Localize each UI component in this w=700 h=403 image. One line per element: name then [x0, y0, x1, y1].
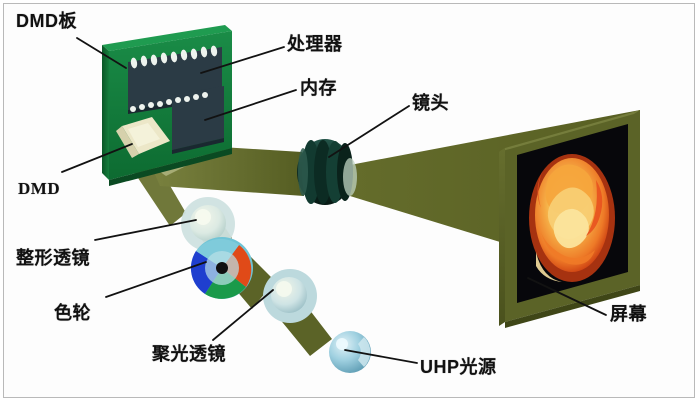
leader-processor-line — [200, 46, 285, 74]
shaping-lens-highlight — [195, 209, 211, 225]
leader-shaping-line — [94, 219, 197, 241]
uhp-lamp-reflector-edge — [358, 337, 371, 367]
leader-dmd-board-line — [76, 37, 127, 69]
color-wheel — [190, 237, 253, 299]
screen — [499, 110, 640, 328]
uhp-lamp-glint — [336, 338, 348, 350]
memory-chip-edge — [172, 138, 224, 154]
condenser-lens — [263, 269, 317, 323]
leader-dmd-line — [61, 143, 133, 173]
pcb-bottom-shadow — [109, 148, 232, 186]
label-memory: 内存 — [300, 78, 337, 98]
screen-top-bevel — [499, 110, 640, 152]
leader-lines — [61, 37, 607, 364]
label-shaping-lens: 整形透镜 — [16, 248, 90, 268]
screen-rose-image — [529, 154, 615, 282]
dmd-chip — [116, 117, 170, 158]
lens-rear-glass — [298, 148, 308, 196]
leader-memory-line — [204, 89, 297, 121]
lens-front-glass — [343, 158, 357, 196]
label-processor: 处理器 — [287, 34, 343, 54]
leader-condenser-line — [212, 289, 274, 341]
pcb-pin-row-upper — [130, 45, 218, 69]
screen-side-bevel — [499, 148, 505, 326]
projection-lens — [297, 139, 357, 205]
dmd-board-assembly — [102, 25, 232, 186]
label-dmd: DMD — [18, 179, 61, 198]
label-screen: 屏幕 — [610, 304, 647, 324]
label-dmd-board: DMD板 — [16, 11, 77, 31]
label-condenser-lens: 聚光透镜 — [152, 344, 226, 364]
label-color-wheel: 色轮 — [54, 303, 91, 323]
pcb-edge-top — [102, 25, 232, 51]
uhp-lamp — [329, 331, 371, 373]
leader-colorwheel-line — [105, 261, 207, 298]
condenser-lens-highlight — [276, 281, 292, 297]
pcb-pin-row-lower — [130, 92, 208, 112]
screen-bottom-bevel — [505, 285, 640, 328]
pcb-side-left — [102, 45, 109, 180]
label-lens: 镜头 — [412, 93, 449, 113]
leader-uhp-line — [344, 349, 418, 364]
memory-chip — [172, 86, 224, 150]
leader-lens-line — [328, 105, 410, 158]
label-uhp-lamp: UHP光源 — [420, 357, 497, 377]
leader-screen-line — [527, 277, 607, 316]
color-wheel-hub — [216, 262, 228, 274]
